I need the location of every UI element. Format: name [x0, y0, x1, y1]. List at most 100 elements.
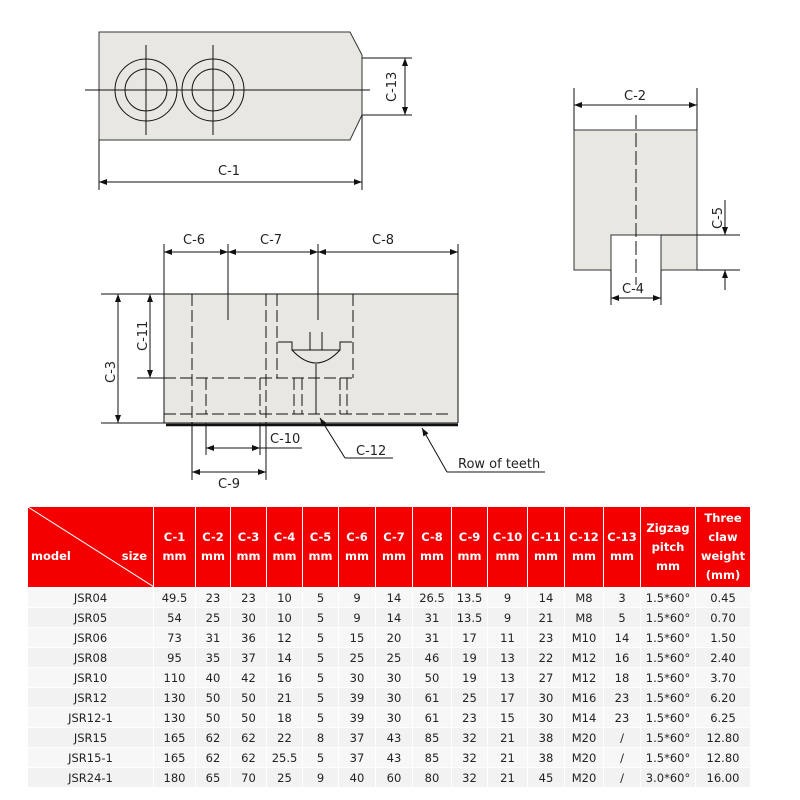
dim-c7: C-7	[260, 233, 282, 248]
value-cell: 50	[230, 707, 267, 728]
value-cell: 1.5*60°	[640, 747, 696, 768]
value-cell: 5	[603, 607, 641, 628]
value-cell: 50	[195, 687, 231, 708]
value-cell: M12	[564, 667, 604, 688]
value-cell: 95	[153, 647, 196, 668]
model-cell: JSR10	[27, 667, 154, 688]
model-cell: JSR08	[27, 647, 154, 668]
model-cell: JSR06	[27, 627, 154, 648]
dim-c9: C-9	[218, 477, 240, 492]
value-cell: 37	[338, 727, 376, 748]
model-cell: JSR24-1	[27, 767, 154, 788]
value-cell: 15	[338, 627, 376, 648]
value-cell: 21	[487, 747, 528, 768]
value-cell: 12.80	[695, 727, 751, 748]
value-cell: 22	[527, 647, 565, 668]
side-view: C-6 C-7 C-8 C-3 C-11 C-10 C-9 C-12 Row o…	[101, 233, 545, 492]
column-header-line: C-8	[421, 530, 443, 544]
value-cell: 85	[412, 747, 452, 768]
column-header: C-2 mm	[195, 506, 231, 588]
dim-c4: C-4	[622, 282, 644, 297]
value-cell: M8	[564, 587, 604, 608]
value-cell: 38	[527, 727, 565, 748]
value-cell: M20	[564, 747, 604, 768]
value-cell: 50	[412, 667, 452, 688]
value-cell: 9	[338, 587, 376, 608]
value-cell: 30	[375, 687, 413, 708]
column-header-line: C-2	[202, 530, 224, 544]
value-cell: 73	[153, 627, 196, 648]
value-cell: 25.5	[266, 747, 303, 768]
value-cell: 1.5*60°	[640, 647, 696, 668]
model-cell: JSR15	[27, 727, 154, 748]
value-cell: 20	[375, 627, 413, 648]
value-cell: 61	[412, 707, 452, 728]
value-cell: 32	[451, 727, 488, 748]
value-cell: 62	[195, 747, 231, 768]
value-cell: 60	[375, 767, 413, 788]
dim-c1: C-1	[218, 164, 240, 179]
value-cell: 19	[451, 667, 488, 688]
column-header-line: C-1	[163, 530, 186, 544]
dim-c8: C-8	[372, 233, 394, 248]
row-of-teeth-label: Row of teeth	[458, 457, 540, 472]
column-header-line: weight	[700, 549, 746, 563]
value-cell: 1.5*60°	[640, 687, 696, 708]
value-cell: 10	[266, 587, 303, 608]
value-cell: 5	[302, 667, 339, 688]
column-header-line: mm	[201, 549, 225, 563]
value-cell: 21	[527, 607, 565, 628]
value-cell: 17	[451, 627, 488, 648]
value-cell: 5	[302, 647, 339, 668]
value-cell: 5	[302, 707, 339, 728]
column-header: C-8 mm	[412, 506, 452, 588]
dim-c13: C-13	[385, 72, 400, 102]
value-cell: 45	[527, 767, 565, 788]
dim-c11: C-11	[136, 321, 151, 351]
value-cell: 1.5*60°	[640, 607, 696, 628]
value-cell: 32	[451, 767, 488, 788]
value-cell: 3	[603, 587, 641, 608]
column-header-line: C-10	[492, 530, 523, 544]
value-cell: 5	[302, 687, 339, 708]
column-header-line: C-9	[458, 530, 481, 544]
value-cell: 62	[230, 747, 267, 768]
value-cell: 9	[338, 607, 376, 628]
column-header-line: C-3	[237, 530, 260, 544]
value-cell: M20	[564, 767, 604, 788]
column-header-line: mm	[572, 549, 596, 563]
value-cell: 62	[230, 727, 267, 748]
end-view: C-2 C-5 C-4	[573, 88, 740, 305]
value-cell: M8	[564, 607, 604, 628]
model-cell: JSR04	[27, 587, 154, 608]
column-header: C-3 mm	[230, 506, 267, 588]
column-header-line: Zigzag	[646, 520, 690, 535]
value-cell: M20	[564, 727, 604, 748]
value-cell: 85	[412, 727, 452, 748]
value-cell: 17	[487, 687, 528, 708]
column-header-line: mm	[308, 549, 333, 563]
value-cell: 6.20	[695, 687, 751, 708]
value-cell: 1.5*60°	[640, 667, 696, 688]
column-header-line: mm	[420, 549, 444, 563]
column-header-line: mm	[272, 549, 297, 563]
column-header-line: mm	[236, 549, 261, 563]
value-cell: 16	[266, 667, 303, 688]
value-cell: 37	[230, 647, 267, 668]
value-cell: 14	[266, 647, 303, 668]
value-cell: 5	[302, 587, 339, 608]
value-cell: 5	[302, 607, 339, 628]
value-cell: 2.40	[695, 647, 751, 668]
value-cell: 0.45	[695, 587, 751, 608]
value-cell: 43	[375, 727, 413, 748]
